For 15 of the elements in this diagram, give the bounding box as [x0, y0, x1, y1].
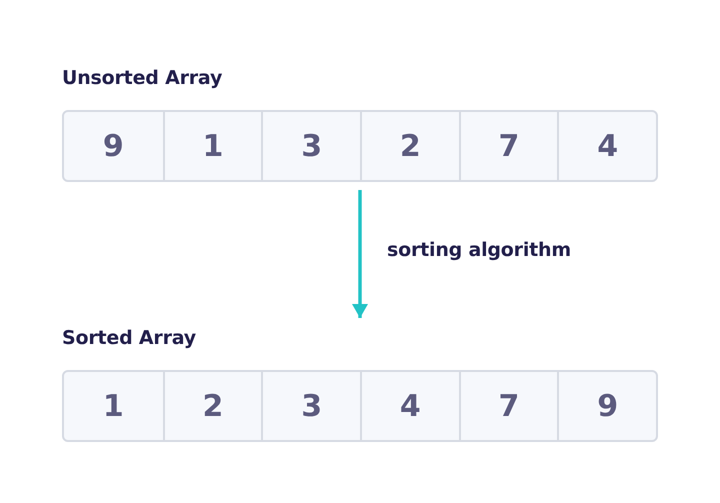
array-cell: 4: [557, 112, 656, 180]
array-cell: 1: [64, 372, 163, 440]
array-cell: 7: [458, 112, 558, 180]
array-cell: 7: [458, 372, 558, 440]
array-cell: 2: [360, 112, 459, 180]
arrow: [352, 190, 368, 318]
array-heading: Sorted Array: [62, 326, 196, 350]
array-cell: 1: [162, 112, 262, 180]
array-cell: 9: [64, 112, 163, 180]
array-cell: 3: [261, 372, 360, 440]
array-heading: Unsorted Array: [62, 66, 222, 90]
array-cell: 9: [557, 372, 656, 440]
array-cell: 4: [360, 372, 459, 440]
array-cell: 3: [261, 112, 360, 180]
array-cell: 2: [162, 372, 262, 440]
